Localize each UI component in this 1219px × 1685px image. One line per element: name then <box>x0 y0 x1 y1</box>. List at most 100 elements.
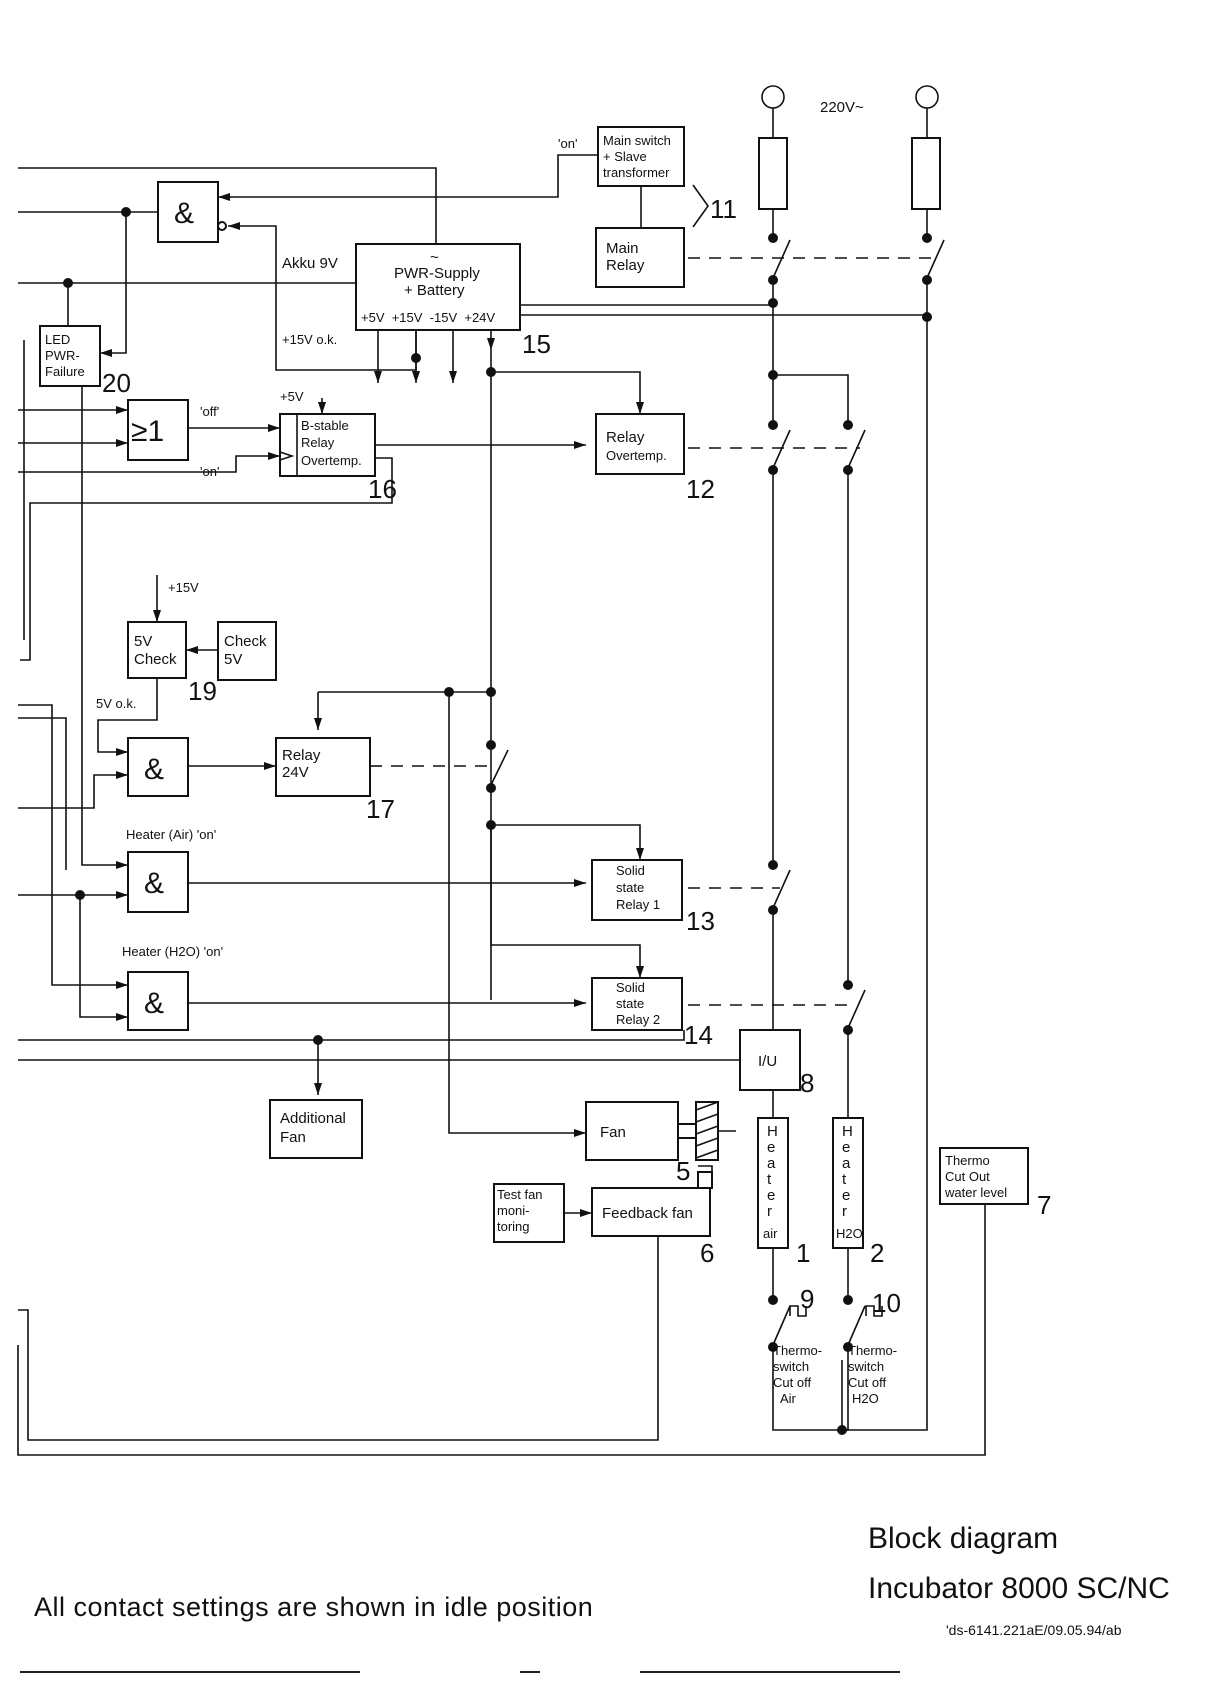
heater-air-char-5: e <box>767 1187 775 1204</box>
heater-air-char-6: r <box>767 1203 772 1220</box>
relay24-label-2: 24V <box>282 764 309 781</box>
signal-labels: 220V~ 'on' Akku 9V +15V o.k. +5V 'off' '… <box>96 99 864 959</box>
main-switch-label-3: transformer <box>603 165 670 180</box>
fan-block: Fan <box>585 1101 736 1188</box>
main-switch-label-1: Main switch <box>603 133 671 148</box>
led-label-1: LED <box>45 332 70 347</box>
bistable-label-1: B-stable <box>301 418 349 433</box>
additional-fan-label-2: Fan <box>280 1129 306 1146</box>
heater-h2o-char-6: r <box>842 1203 847 1220</box>
test-fan-label-2: moni- <box>497 1203 530 1218</box>
led-label-2: PWR- <box>45 348 80 363</box>
test-fan-block: Test fan moni- toring <box>493 1183 565 1243</box>
thermo-cutout-label-3: water level <box>944 1185 1007 1200</box>
main-relay-block: Main Relay <box>595 227 685 288</box>
ssr2-label-3: Relay 2 <box>616 1012 660 1027</box>
ssr1-label-2: state <box>616 880 644 895</box>
ref-1: 1 <box>796 1238 810 1268</box>
ssr2-block: Solid state Relay 2 <box>591 977 683 1031</box>
off-label: 'off' <box>200 404 219 419</box>
diagram-title: Block diagram <box>868 1522 1059 1555</box>
check5v-label-1: 5V <box>134 633 152 650</box>
ref-8: 8 <box>800 1068 814 1098</box>
ssr1-label-3: Relay 1 <box>616 897 660 912</box>
relay-overtemp-label-2: Overtemp. <box>606 448 667 463</box>
on-label-main: 'on' <box>558 136 577 151</box>
led-label-3: Failure <box>45 364 85 379</box>
heater-h2o-char-1: H <box>842 1123 853 1140</box>
plus5-label: +5V <box>280 389 304 404</box>
thermo-cutout-label-2: Cut Out <box>945 1169 990 1184</box>
arrows <box>100 174 649 1217</box>
ref-5: 5 <box>676 1156 690 1186</box>
heater-air-block: H e a t e r air <box>757 1117 789 1249</box>
pwr-supply-label-2: + Battery <box>404 282 465 299</box>
check5v-source-block: Check 5V <box>217 621 277 681</box>
heater-air-on-label: Heater (Air) 'on' <box>126 827 216 842</box>
relay24-label-1: Relay <box>282 747 321 764</box>
mains-circuit <box>688 85 945 1435</box>
fan-label: Fan <box>600 1124 626 1141</box>
heater-h2o-block: H e a t e r H2O <box>832 1117 864 1249</box>
bistable-relay-block: B-stable Relay Overtemp. <box>279 413 376 477</box>
heater-h2o-char-3: a <box>842 1155 851 1172</box>
additional-fan-block: Additional Fan <box>269 1099 363 1159</box>
document-id: 'ds-6141.221aE/09.05.94/ab <box>946 1622 1122 1638</box>
additional-fan-label-1: Additional <box>280 1110 346 1127</box>
ok5-label: 5V o.k. <box>96 696 136 711</box>
or-gate: ≥1 <box>127 399 189 461</box>
or-gate-symbol: ≥1 <box>131 415 164 448</box>
ref-16: 16 <box>368 474 397 504</box>
test-fan-label-1: Test fan <box>497 1187 543 1202</box>
ref-14: 14 <box>684 1020 713 1050</box>
idle-position-note: All contact settings are shown in idle p… <box>34 1592 594 1622</box>
ref-12: 12 <box>686 474 715 504</box>
heater-air-char-2: e <box>767 1139 775 1156</box>
on-label-bistable: 'on' <box>200 464 219 479</box>
ref-6: 6 <box>700 1238 714 1268</box>
led-block: LED PWR- Failure <box>39 325 101 387</box>
thermo-air-line-2: switch <box>773 1359 809 1374</box>
reference-numbers: 11 15 20 16 12 19 17 13 14 8 5 6 1 2 7 9… <box>102 194 1051 1318</box>
check5v-block: 5V Check <box>127 621 187 679</box>
relay-overtemp-block: Relay Overtemp. <box>595 413 685 475</box>
ref-17: 17 <box>366 794 395 824</box>
relay24-block: Relay 24V <box>275 737 371 797</box>
heater-h2o-on-label: Heater (H2O) 'on' <box>122 944 223 959</box>
check5v-source-label-2: 5V <box>224 651 242 668</box>
heater-air-char-7: air <box>763 1226 778 1241</box>
mains-voltage-label: 220V~ <box>820 99 864 116</box>
pwr-outputs-label: +5V +15V -15V +24V <box>361 310 495 325</box>
svg-text:~: ~ <box>430 249 439 266</box>
and-gate-heater-h2o: & <box>127 971 189 1031</box>
wiring <box>17 154 986 1456</box>
heater-air-char-1: H <box>767 1123 778 1140</box>
ssr1-block: Solid state Relay 1 <box>591 859 683 921</box>
pwr-supply-label-1: PWR-Supply <box>394 265 480 282</box>
ref-7: 7 <box>1037 1190 1051 1220</box>
ssr1-label-1: Solid <box>616 863 645 878</box>
akku-label: Akku 9V <box>282 255 338 272</box>
heater-h2o-char-5: e <box>842 1187 850 1204</box>
thermo-air-label: Thermo- switch Cut off Air <box>773 1343 822 1406</box>
and-gate-heater-air-symbol: & <box>144 867 164 900</box>
iu-label: I/U <box>758 1053 777 1070</box>
ref-10: 10 <box>872 1288 901 1318</box>
iu-block: I/U <box>739 1029 801 1091</box>
thermo-h2o-label: Thermo- switch Cut off H2O <box>848 1343 897 1406</box>
thermo-h2o-line-2: switch <box>848 1359 884 1374</box>
heater-h2o-char-7: H2O <box>836 1226 863 1241</box>
ssr2-label-1: Solid <box>616 980 645 995</box>
thermo-cutout-label-1: Thermo <box>945 1153 990 1168</box>
check5v-source-label-1: Check <box>224 633 267 650</box>
feedback-fan-block: Feedback fan <box>591 1171 713 1237</box>
ref-11: 11 <box>710 194 737 224</box>
pwr-supply-block: ~ PWR-Supply + Battery +5V +15V -15V +24… <box>355 243 521 331</box>
and-gate-main-symbol: & <box>174 197 194 230</box>
ref-9: 9 <box>800 1284 814 1314</box>
test-fan-label-3: toring <box>497 1219 530 1234</box>
ok15-label: +15V o.k. <box>282 332 337 347</box>
ref-15: 15 <box>522 329 551 359</box>
heater-h2o-char-4: t <box>842 1171 847 1188</box>
